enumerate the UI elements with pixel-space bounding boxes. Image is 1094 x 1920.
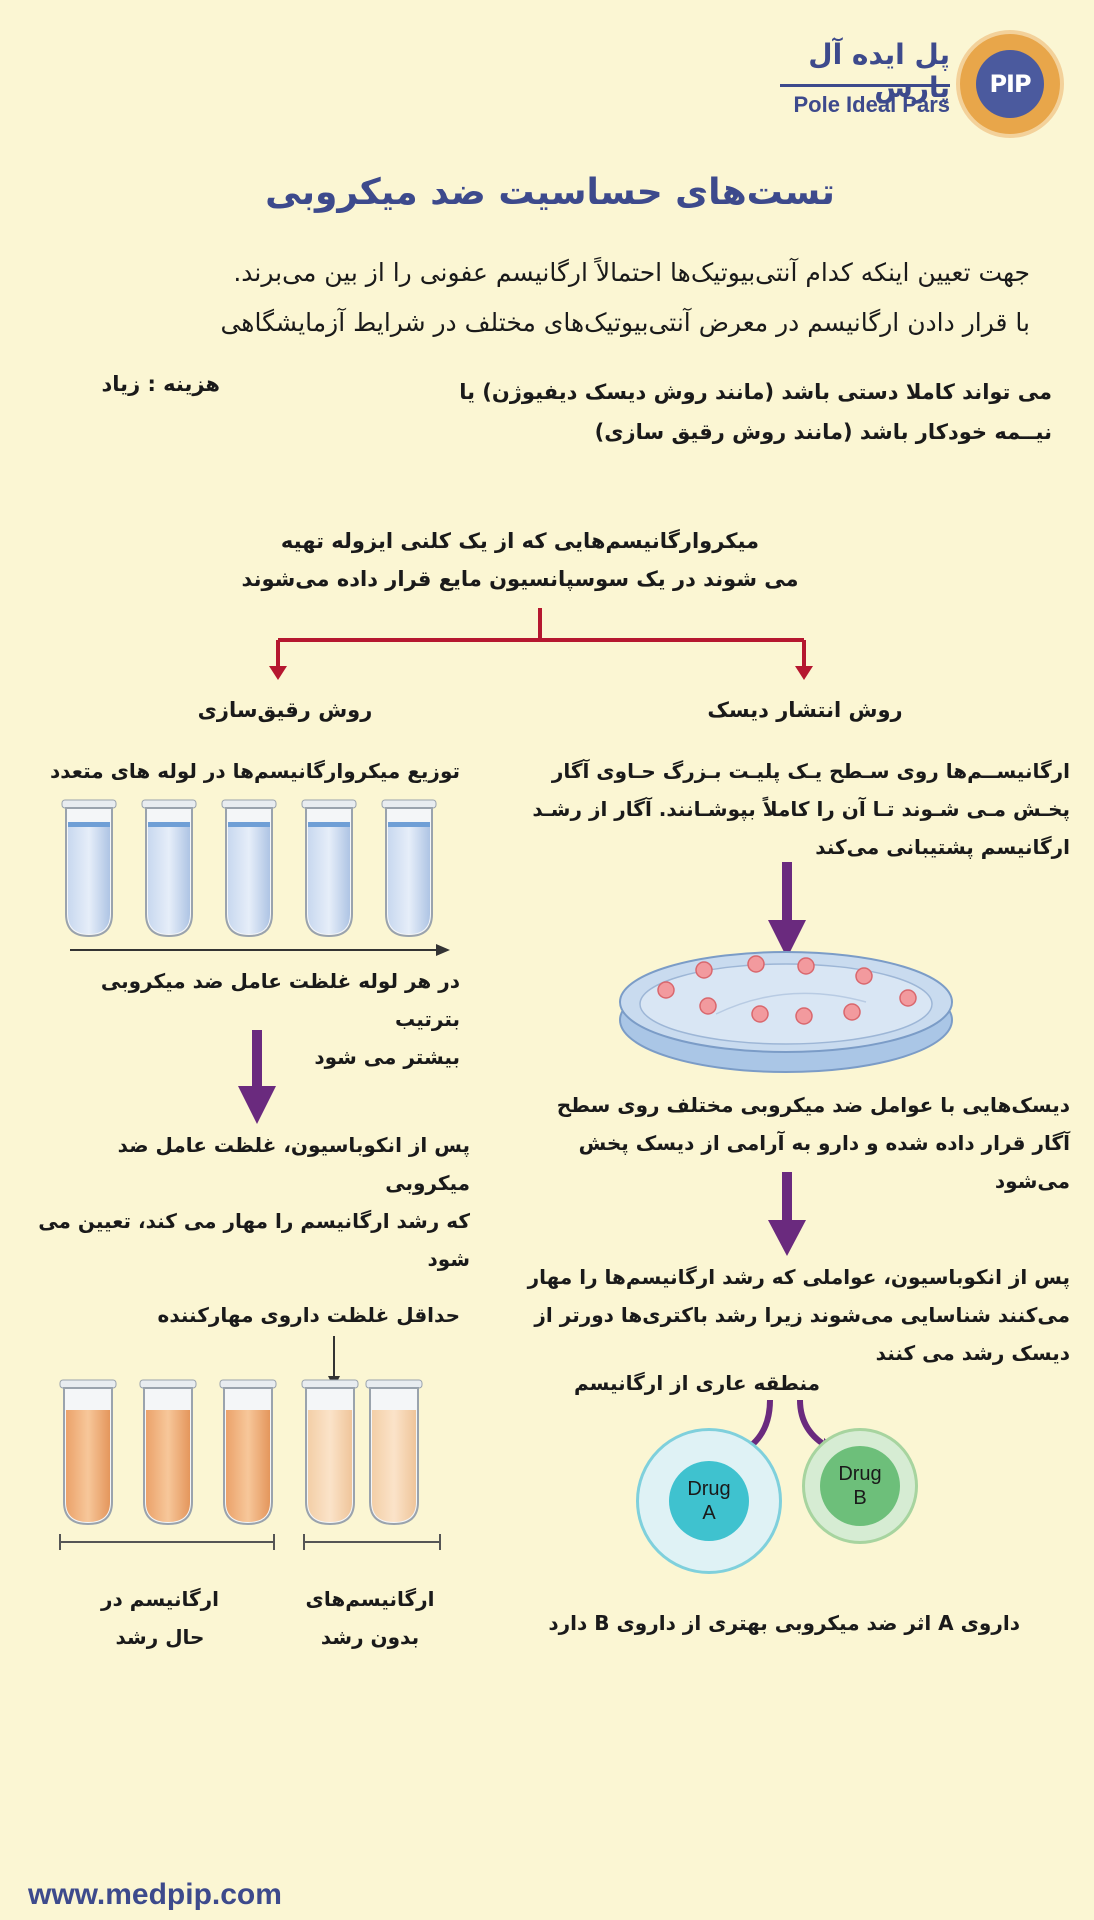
disk-step-2: دیسک‌هایی با عوامل ضد میکروبی مختلف روی … [520,1086,1070,1200]
arrow-head-left [269,666,287,680]
test-tube [221,799,277,938]
colony [747,955,765,973]
colony [855,967,873,985]
brand-name-fa: پل ایده آل پارس [808,38,950,104]
colony [695,961,713,979]
mic-label: حداقل غلظت داروی مهارکننده [157,1303,460,1327]
disk-step-1-line-2: پخـش مـی شـوند تـا آن را کاملاً بپوشـانن… [532,797,1070,821]
test-tube [301,799,357,938]
tube-growing [139,1379,197,1526]
disk-step-1-line-3: ارگانیسم پشتیبانی می‌کند [815,835,1070,859]
dilution-step-2-line-1: در هر لوله غلظت عامل ضد میکروبی بترتیب [100,969,460,1031]
disk-step-3-line-1: پس از انکوباسیون، عواملی که رشد ارگانیسم… [527,1265,1070,1289]
tube-growing [59,1379,117,1526]
dilution-method-title: روش رقیق‌سازی [197,698,373,722]
result-tubes [59,1379,423,1526]
no-growth-label: ارگانیسم‌های بدون رشد [290,1580,450,1656]
logo-mark: PIP [976,50,1044,118]
tube-row-blue [61,799,437,938]
intro-line-1: جهت تعیین اینکه کدام آنتی‌بیوتیک‌ها احتم… [233,258,1030,287]
arrow-down-dilution [238,1030,276,1124]
no-growth-label-line-2: بدون رشد [320,1625,420,1649]
colonies [657,955,917,1025]
automation-line-2: نیــمه خودکار باشد (مانند روش رقیق سازی) [594,420,1052,444]
dilution-step-2-line-2: بیشتر می شود [314,1045,460,1069]
brand-divider [780,84,950,87]
page-title: تست‌های حساسیت ضد میکروبی [265,172,835,213]
intro-text: جهت تعیین اینکه کدام آنتی‌بیوتیک‌ها احتم… [60,248,1030,348]
colony [699,997,717,1015]
colony [843,1003,861,1021]
brand-name-en: Pole Ideal Pars [793,92,950,117]
growing-label: ارگانیسم در حال رشد [80,1580,240,1656]
tube-growing [219,1379,277,1526]
automation-line-1: می تواند کاملا دستی باشد (مانند روش دیسک… [459,380,1052,404]
concentration-arrow [70,944,450,956]
dilution-step-3: پس از انکوباسیون، غلظت عامل ضد میکروبی ک… [30,1126,470,1278]
disk-step-2-line-2: آگار قرار داده شده و دارو به آرامی از دی… [578,1131,1070,1193]
disk-step-1: ارگانیســم‌ها روی سـطح یـک پلیـت بـزرگ ح… [530,752,1070,866]
petri-dish [619,951,953,1073]
suspension-text: میکروارگانیسم‌هایی که از یک کلنی ایزوله … [240,522,800,598]
tube-no-growth [365,1379,423,1526]
disk-method-title: روش انتشار دیسک [707,698,903,722]
disk-step-1-line-1: ارگانیســم‌ها روی سـطح یـک پلیـت بـزرگ ح… [551,759,1070,783]
test-tube [381,799,437,938]
logo: PIP [956,30,1064,138]
grouping-brackets [59,1534,441,1550]
conclusion-text: داروی A اثر ضد میکروبی بهتری از داروی B … [548,1611,1020,1635]
dilution-step-3-line-2: که رشد ارگانیسم را مهار می کند، تعیین می… [38,1209,470,1271]
colony [795,1007,813,1025]
cost-label: هزینه : زیاد [101,372,220,396]
dilution-step-2: در هر لوله غلظت عامل ضد میکروبی بترتیب ب… [40,962,460,1076]
arrow-down-disk-2 [768,1172,806,1256]
suspension-line-1: میکروارگانیسم‌هایی که از یک کلنی ایزوله … [280,529,760,553]
test-tube [141,799,197,938]
colony [657,981,675,999]
colony [899,989,917,1007]
growing-label-line-1: ارگانیسم در [101,1587,219,1611]
website-url[interactable]: www.medpip.com [28,1878,282,1911]
disk-step-2-line-1: دیسک‌هایی با عوامل ضد میکروبی مختلف روی … [556,1093,1070,1117]
disk-step-3-line-2: می‌کنند شناسایی می‌شوند زیرا رشد باکتری‌… [534,1303,1070,1327]
arrow-down-disk-1 [768,862,806,958]
dilution-step-3-line-1: پس از انکوباسیون، غلظت عامل ضد میکروبی [117,1133,470,1195]
no-growth-label-line-1: ارگانیسم‌های [305,1587,435,1611]
arrow-head-right [795,666,813,680]
zone-label: منطقه عاری از ارگانیسم [573,1371,820,1395]
disk-step-3: پس از انکوباسیون، عواملی که رشد ارگانیسم… [520,1258,1070,1372]
branch-connector [269,608,813,680]
dilution-step-1: توزیع میکروارگانیسم‌ها در لوله های متعدد [49,759,460,783]
suspension-line-2: می شوند در یک سوسپانسیون مایع قرار داده … [241,567,799,591]
intro-line-2: با قرار دادن ارگانیسم در معرض آنتی‌بیوتی… [220,308,1030,337]
test-tube [61,799,117,938]
colony [751,1005,769,1023]
growing-label-line-2: حال رشد [115,1625,205,1649]
disk-step-3-line-3: دیسک رشد می کنند [875,1341,1070,1365]
dilution-tubes [61,799,437,938]
tube-no-growth [301,1379,359,1526]
colony [797,957,815,975]
automation-text: می تواند کاملا دستی باشد (مانند روش دیسک… [420,372,1052,452]
